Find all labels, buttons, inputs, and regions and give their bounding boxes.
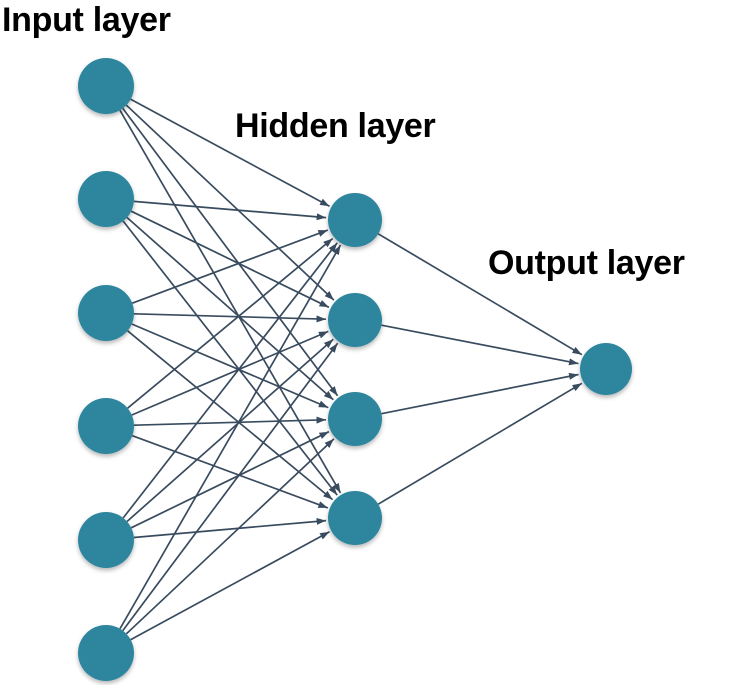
- edge-input-4-to-hidden-3: [133, 416, 327, 427]
- hidden-node-4: [328, 491, 382, 545]
- edge-input-4-to-hidden-2: [131, 330, 329, 416]
- output-layer-label: Output layer: [488, 244, 685, 282]
- output-node-1: [580, 343, 632, 395]
- edge-hidden-3-to-output-1: [381, 372, 579, 415]
- input-node-1: [78, 58, 134, 114]
- input-node-5: [78, 512, 134, 568]
- edge-input-5-to-hidden-2: [126, 338, 334, 523]
- edge-input-6-to-hidden-1: [119, 244, 342, 630]
- hidden-layer-label: Hidden layer: [235, 107, 436, 145]
- edge-input-3-to-hidden-4: [127, 330, 334, 501]
- edge-input-6-to-hidden-2: [122, 342, 339, 632]
- edge-input-3-to-hidden-2: [133, 312, 327, 323]
- edge-input-2-to-hidden-4: [122, 220, 338, 496]
- edges-group: [119, 98, 583, 641]
- input-node-4: [78, 398, 134, 454]
- edge-input-4-to-hidden-1: [127, 237, 334, 409]
- edge-input-2-to-hidden-1: [133, 200, 327, 221]
- input-node-6: [78, 625, 134, 681]
- edge-input-2-to-hidden-2: [130, 210, 330, 309]
- edge-hidden-1-to-output-1: [377, 233, 583, 356]
- edge-input-3-to-hidden-1: [131, 229, 329, 304]
- edge-input-5-to-hidden-4: [133, 517, 327, 539]
- edge-input-1-to-hidden-3: [122, 107, 339, 397]
- edge-input-6-to-hidden-4: [130, 531, 330, 641]
- hidden-node-2: [328, 293, 382, 347]
- edge-input-3-to-hidden-3: [131, 323, 329, 409]
- hidden-node-1: [328, 193, 382, 247]
- edge-hidden-4-to-output-1: [377, 382, 583, 505]
- input-node-3: [78, 285, 134, 341]
- edge-input-6-to-hidden-3: [125, 438, 335, 635]
- input-layer-label: Input layer: [2, 1, 171, 39]
- edge-input-4-to-hidden-4: [132, 434, 329, 509]
- hidden-node-3: [328, 392, 382, 446]
- edge-input-1-to-hidden-2: [125, 104, 335, 301]
- edge-input-1-to-hidden-1: [130, 98, 330, 208]
- edge-hidden-2-to-output-1: [381, 324, 579, 366]
- edge-input-1-to-hidden-4: [119, 109, 342, 494]
- edge-input-5-to-hidden-1: [122, 242, 338, 519]
- edge-input-5-to-hidden-3: [130, 430, 330, 529]
- nodes-group: [78, 58, 632, 681]
- input-node-2: [78, 171, 134, 227]
